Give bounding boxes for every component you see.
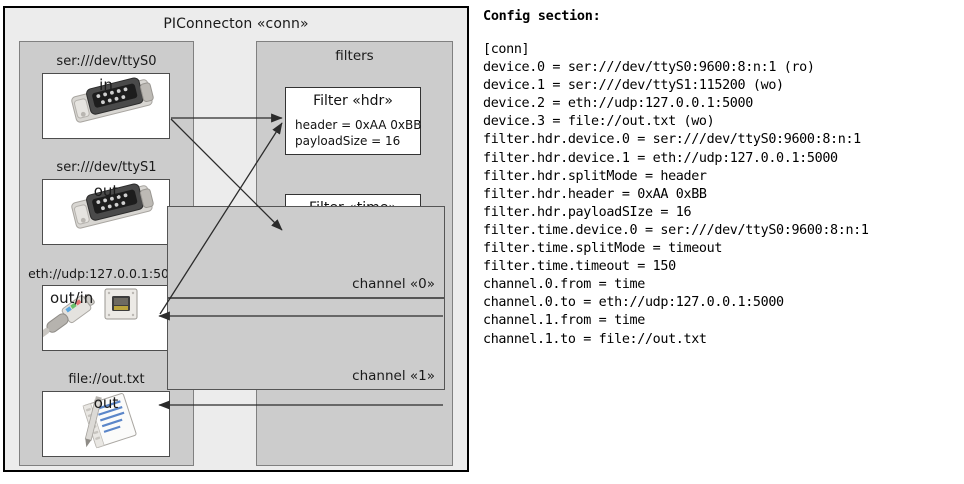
device-caption-ttys0: ser:///dev/ttyS0 [56, 54, 157, 69]
device-caption-eth: eth://udp:127.0.0.1:5000 [28, 266, 185, 281]
filter-card-hdr[interactable]: Filter «hdr» header = 0xAA 0xBB payloadS… [285, 87, 421, 155]
device-io-label: out [93, 182, 119, 200]
filter-props: header = 0xAA 0xBB payloadSize = 16 [295, 118, 422, 148]
config-section-heading: Config section: [483, 8, 601, 24]
channel-box-1[interactable]: channel «1» [167, 298, 445, 390]
device-caption-ttys1: ser:///dev/ttyS1 [56, 160, 157, 175]
filters-panel-title: filters [335, 48, 374, 64]
serial-port-icon [43, 180, 169, 244]
device-card-ttys0[interactable]: in [42, 73, 170, 139]
config-section: Config section: [conn] device.0 = ser://… [483, 8, 961, 349]
device-card-file[interactable]: out [42, 391, 170, 457]
serial-port-icon [43, 74, 169, 138]
connector-diagram: PIConnecton «conn» ser:///dev/ttyS0 in [3, 6, 469, 472]
channel-box-0[interactable]: channel «0» [167, 206, 445, 298]
device-io-label: out [93, 394, 119, 412]
device-card-eth[interactable]: out/in [42, 285, 170, 351]
diagram-title: PIConnecton «conn» [163, 16, 309, 32]
filter-title: Filter «hdr» [313, 93, 393, 109]
device-io-label: out/in [50, 289, 94, 307]
config-section-body: [conn] device.0 = ser:///dev/ttyS0:9600:… [483, 42, 869, 347]
device-caption-file: file://out.txt [68, 372, 145, 387]
channel-label: channel «0» [352, 276, 435, 292]
device-card-ttys1[interactable]: out [42, 179, 170, 245]
ethernet-jack-icon [43, 286, 169, 350]
channel-label: channel «1» [352, 368, 435, 384]
text-document-icon [43, 392, 169, 456]
device-io-label: in [99, 76, 113, 94]
